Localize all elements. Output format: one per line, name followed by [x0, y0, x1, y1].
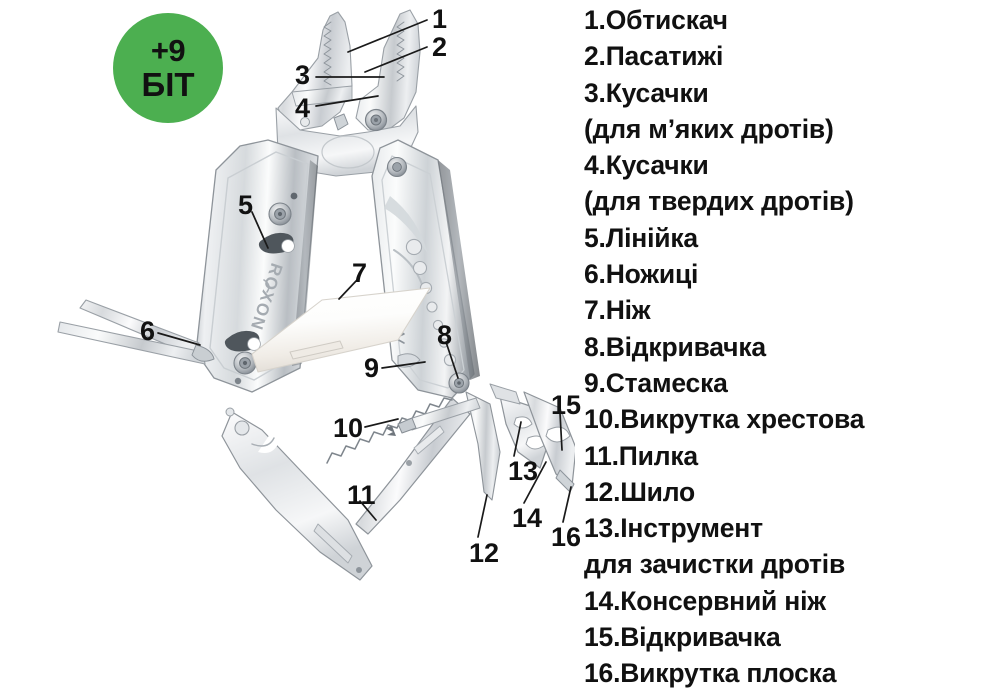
callout-number-2: 2 — [432, 32, 448, 62]
legend-item: 14.Консервний ніж — [584, 585, 826, 616]
legend-item: (для м’яких дротів) — [584, 113, 834, 144]
legend-item: 7.Ніж — [584, 295, 651, 326]
callout-number-15: 15 — [551, 390, 582, 420]
leader-line-10 — [364, 418, 399, 428]
legend-item: 1.Обтискач — [584, 5, 728, 35]
legend-item: 5.Лінійка — [584, 222, 698, 253]
badge-line-1: +9 — [150, 33, 186, 68]
leader-line-6 — [157, 332, 201, 346]
leader-line-13 — [513, 421, 522, 457]
legend-item: 11.Пилка — [584, 440, 698, 471]
callout-number-11: 11 — [347, 480, 376, 510]
legend-item: 10.Викрутка хрестова — [584, 404, 865, 435]
badge-line-2: БІТ — [141, 66, 195, 103]
callout-number-1: 1 — [432, 4, 448, 34]
multitool-illustration: ROXON — [57, 9, 575, 581]
callout-number-10: 10 — [333, 413, 364, 443]
parts-legend-list: 1.Обтискач 2.Пасатижі 3.Кусачки (для м’яких… — [584, 2, 984, 692]
callout-number-8: 8 — [437, 320, 453, 350]
callout-number-3: 3 — [295, 60, 311, 90]
legend-item: 2.Пасатижі — [584, 41, 724, 72]
legend-item: 15.Відкривачка — [584, 622, 781, 653]
legend-item: 13.Інструмент — [584, 513, 763, 544]
callout-number-9: 9 — [364, 353, 380, 383]
callout-number-12: 12 — [469, 538, 500, 568]
bits-badge: +9 БІТ — [113, 13, 223, 123]
legend-item: 6.Ножиці — [584, 259, 699, 290]
callout-number-14: 14 — [512, 503, 543, 533]
legend-item: 3.Кусачки — [584, 77, 709, 108]
product-infographic: ROXON — [57, 4, 865, 689]
callout-number-16: 16 — [551, 522, 582, 552]
callout-number-5: 5 — [238, 190, 254, 220]
leader-line-15 — [559, 412, 563, 451]
leader-line-14 — [523, 461, 547, 504]
legend-item: 16.Викрутка плоска — [584, 658, 837, 689]
leader-line-7 — [338, 279, 358, 300]
legend-item: 9.Стамеска — [584, 367, 728, 398]
leader-line-11 — [359, 500, 377, 521]
leader-line-2 — [364, 46, 428, 73]
callout-number-6: 6 — [140, 316, 156, 346]
legend-item: (для твердих дротів) — [584, 186, 854, 217]
leader-line-8 — [445, 341, 459, 379]
leader-line-4 — [315, 95, 379, 107]
leader-line-12 — [477, 494, 488, 538]
legend-item: для зачистки дротів — [584, 549, 846, 580]
legend-item: 12.Шило — [584, 476, 696, 507]
legend-item: 4.Кусачки — [584, 150, 709, 181]
leader-line-5 — [251, 211, 269, 249]
callout-number-13: 13 — [508, 456, 539, 486]
callout-number-4: 4 — [295, 93, 311, 123]
leader-line-1 — [347, 19, 428, 53]
legend-item: 8.Відкривачка — [584, 331, 766, 362]
leader-line-16 — [562, 486, 572, 523]
callout-number-7: 7 — [352, 258, 368, 288]
leader-line-9 — [381, 361, 426, 369]
